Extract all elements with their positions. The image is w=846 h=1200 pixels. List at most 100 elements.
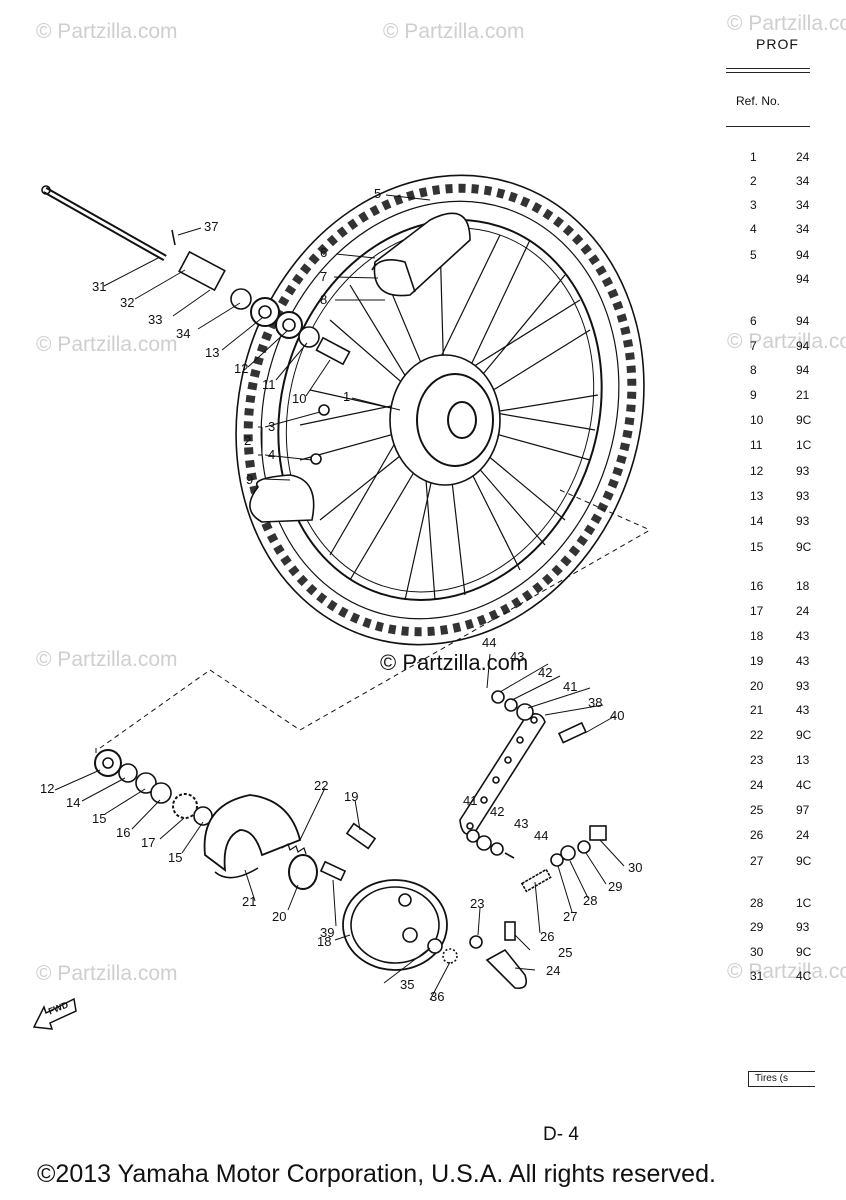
- table-ref-cell: 28: [750, 896, 764, 910]
- table-ref-cell: 31: [750, 969, 764, 983]
- table-part-cell: 18: [796, 579, 810, 593]
- callout-label: 7: [320, 269, 328, 284]
- callout-label: 21: [242, 894, 257, 909]
- table-part-cell: 4C: [796, 778, 812, 792]
- table-part-cell: 13: [796, 753, 810, 767]
- callout-label: 9: [246, 472, 254, 487]
- callout-label: 17: [141, 835, 156, 850]
- table-ref-cell: 26: [750, 828, 764, 842]
- oil-seal: [275, 311, 303, 339]
- callout-label: 23: [470, 896, 485, 911]
- table-ref-cell: 10: [750, 413, 764, 427]
- callout-label: 38: [588, 695, 603, 710]
- table-part-cell: 1C: [796, 896, 812, 910]
- callout-label: 15: [92, 811, 107, 826]
- tube-lower: [249, 474, 315, 523]
- table-ref-cell: 25: [750, 803, 764, 817]
- table-part-cell: 9C: [796, 854, 812, 868]
- hub-bore: [447, 401, 477, 439]
- table-part-cell: 94: [796, 314, 810, 328]
- fwd-arrow-icon: FWD: [32, 997, 78, 1036]
- rim: [277, 219, 603, 601]
- watermark: © Partzilla.com: [383, 20, 525, 43]
- callout-label: 27: [563, 909, 578, 924]
- table-ref-cell: 8: [750, 363, 757, 377]
- table-ref-cell: 27: [750, 854, 764, 868]
- callout-label: 32: [120, 295, 135, 310]
- table-part-cell: 9C: [796, 540, 812, 554]
- callout-label: 15: [168, 850, 183, 865]
- table-part-cell: 34: [796, 174, 810, 188]
- callout-label: 34: [176, 326, 191, 341]
- table-ref-cell: 24: [750, 778, 764, 792]
- page-reference: D- 4: [543, 1124, 579, 1145]
- bearing: [250, 297, 280, 327]
- callout-label: 43: [510, 649, 525, 664]
- callout-label: 2: [244, 433, 252, 448]
- table-ref-cell: 1: [750, 150, 757, 164]
- callout-label: 42: [490, 804, 505, 819]
- table-ref-cell: 19: [750, 654, 764, 668]
- table-part-cell: 24: [796, 604, 810, 618]
- watermark: © Partzilla.com: [36, 648, 178, 671]
- callout-label: 11: [262, 377, 276, 392]
- table-ref-cell: 12: [750, 464, 764, 478]
- callout-label: 37: [204, 219, 219, 234]
- table-ref-cell: 21: [750, 703, 764, 717]
- callout-label: 4: [268, 447, 276, 462]
- callout-label: 8: [320, 292, 328, 307]
- table-part-cell: 97: [796, 803, 810, 817]
- callout-label: 6: [320, 245, 328, 260]
- table-ref-cell: 13: [750, 489, 764, 503]
- table-ref-cell: 6: [750, 314, 757, 328]
- watermark: © Partzilla.com: [36, 962, 178, 985]
- callout-label: 13: [205, 345, 220, 360]
- callout-label: 44: [482, 635, 497, 650]
- callout-label: 24: [546, 963, 561, 978]
- bearing-lower: [94, 749, 122, 777]
- callout-label: 20: [272, 909, 287, 924]
- tube-inner: [371, 259, 416, 293]
- callout-label: 5: [374, 186, 382, 201]
- wheel-exploded-diagram: [41, 174, 651, 1001]
- callout-label: 25: [558, 945, 573, 960]
- table-ref-cell: 16: [750, 579, 764, 593]
- table-part-cell: 24: [796, 150, 810, 164]
- table-part-cell: 1C: [796, 438, 812, 452]
- table-part-cell: 43: [796, 629, 810, 643]
- callout-label: 19: [344, 789, 359, 804]
- callout-label: 42: [538, 665, 553, 680]
- callout-label: 44: [534, 828, 549, 843]
- table-ref-cell: 2: [750, 174, 757, 188]
- table-part-cell: 93: [796, 920, 810, 934]
- table-part-cell: 9C: [796, 728, 812, 742]
- spacer-tube: [315, 336, 351, 366]
- table-ref-cell: 29: [750, 920, 764, 934]
- callout-label: 35: [400, 977, 415, 992]
- watermark: © Partzilla.com: [36, 333, 178, 356]
- table-part-cell: 34: [796, 198, 810, 212]
- table-ref-cell: 18: [750, 629, 764, 643]
- watermark: © Partzilla.com: [727, 330, 846, 353]
- callout-label: 30: [628, 860, 643, 875]
- callout-label: 36: [430, 989, 445, 1004]
- spacer: [178, 250, 226, 292]
- callout-label: 26: [540, 929, 555, 944]
- watermark: © Partzilla.com: [36, 20, 178, 43]
- callout-label: 40: [610, 708, 625, 723]
- tire-outline: [235, 174, 645, 646]
- table-ref-cell: 5: [750, 248, 757, 262]
- table-part-cell: 24: [796, 828, 810, 842]
- table-part-cell: 34: [796, 222, 810, 236]
- callout-label: 16: [116, 825, 131, 840]
- callout-label: 41: [563, 679, 578, 694]
- collar: [230, 288, 252, 310]
- callout-label: 18: [317, 934, 332, 949]
- callout-label: 41: [463, 793, 478, 808]
- table-part-cell: 4C: [796, 969, 812, 983]
- table-part-cell: 94: [796, 248, 810, 262]
- table-part-cell: 93: [796, 679, 810, 693]
- tire-inner-outline: [260, 200, 620, 620]
- center-watermark: © Partzilla.com: [380, 650, 529, 675]
